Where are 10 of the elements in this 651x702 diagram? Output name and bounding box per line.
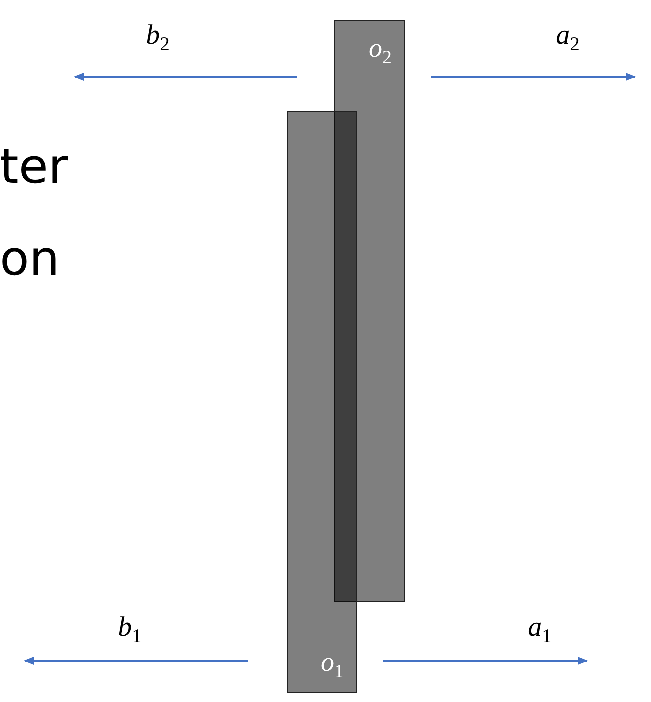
text-fragment: ter [0, 143, 68, 191]
arrow [431, 73, 636, 81]
text-fragment: on [0, 235, 60, 283]
arrow [383, 657, 588, 665]
bar [334, 20, 405, 602]
node-label: o$_{1}$ [321, 648, 344, 682]
arrow [74, 73, 297, 81]
arrow [24, 657, 248, 665]
node-label: o$_{2}$ [369, 35, 392, 68]
bar [287, 111, 357, 693]
